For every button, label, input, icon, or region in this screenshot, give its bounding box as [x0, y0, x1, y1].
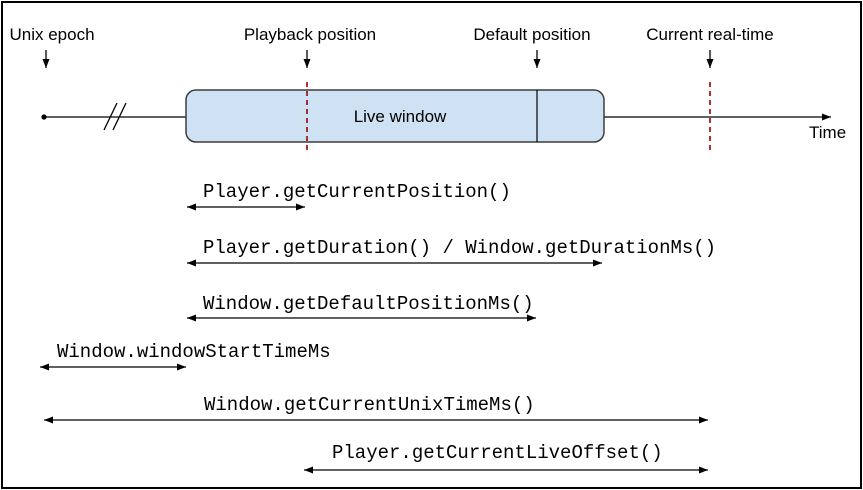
default-position-label: Default position: [473, 25, 591, 44]
live-window-label: Live window: [353, 107, 447, 126]
duration-label: Player.getDuration() / Window.getDuratio…: [203, 237, 717, 259]
current-realtime-label: Current real-time: [646, 25, 774, 44]
live-window-box: [185, 89, 605, 143]
playback-position-label: Playback position: [243, 25, 377, 44]
current-position-label: Player.getCurrentPosition(): [203, 181, 511, 203]
current-unix-time-label: Window.getCurrentUnixTimeMs(): [204, 394, 535, 416]
default-position-ms-label: Window.getDefaultPositionMs(): [203, 293, 534, 315]
time-axis-label: Time: [809, 123, 847, 142]
window-start-time-label: Window.windowStartTimeMs: [57, 341, 331, 363]
axis-break-icon: [103, 102, 127, 131]
current-live-offset-label: Player.getCurrentLiveOffset(): [332, 442, 663, 464]
unix-epoch-label: Unix epoch: [9, 25, 95, 44]
